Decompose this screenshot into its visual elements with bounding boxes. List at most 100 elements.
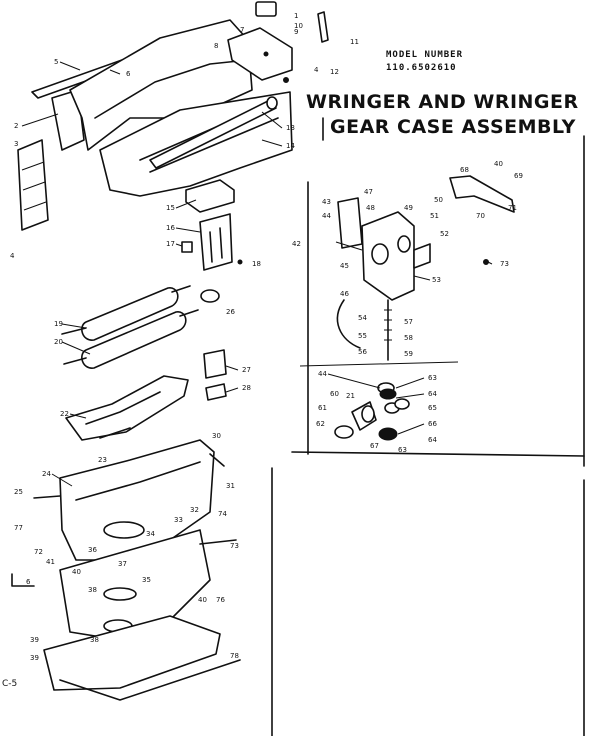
screw-part [483, 259, 489, 265]
gear-washer [334, 425, 354, 439]
callout-41: 41 [46, 558, 55, 566]
gear-assembly-group [334, 175, 515, 441]
callout-16: 16 [166, 224, 175, 232]
callout-8: 8 [214, 42, 218, 50]
callout-15: 15 [166, 204, 175, 212]
base-plate [43, 615, 221, 691]
pressure-block [185, 179, 235, 213]
callout-76: 76 [216, 596, 225, 604]
callout-32: 32 [190, 506, 199, 514]
callout-51: 51 [430, 212, 439, 220]
callout-11: 11 [350, 38, 359, 46]
callout-35: 35 [142, 576, 151, 584]
callout-58: 58 [404, 334, 413, 342]
callout-4: 4 [10, 252, 15, 260]
callout-25: 25 [14, 488, 23, 496]
callout-28: 28 [242, 384, 251, 392]
roller-shaft [179, 309, 199, 317]
callout-39: 39 [30, 636, 39, 644]
callout-37: 37 [118, 560, 127, 568]
callout-9: 9 [294, 28, 298, 36]
pinion-gear [379, 388, 397, 400]
gear-ring [103, 521, 145, 539]
callout-59: 59 [404, 350, 413, 358]
callout-6b: 6 [26, 578, 31, 586]
callout-57: 57 [404, 318, 413, 326]
callout-54: 54 [358, 314, 367, 322]
callout-34: 34 [146, 530, 155, 538]
callout-21: 21 [346, 392, 355, 400]
wringer-cover-group [17, 1, 329, 231]
callout-1: 1 [294, 12, 298, 20]
spring-housing [199, 213, 233, 271]
callout-38: 38 [88, 586, 97, 594]
callout-3: 3 [14, 140, 18, 148]
callout-43: 43 [322, 198, 331, 206]
callout-65: 65 [428, 404, 437, 412]
roller-shaft [171, 285, 191, 293]
callout-61: 61 [318, 404, 327, 412]
callout-44: 44 [322, 212, 331, 220]
rollers-group [61, 285, 199, 369]
callout-42: 42 [292, 240, 301, 248]
roller-shaft [61, 327, 87, 335]
callout-40: 40 [72, 568, 81, 576]
screw-part [283, 77, 289, 83]
housing-lug [413, 243, 431, 269]
wringer-frame-detail [85, 391, 161, 439]
callout-33: 33 [174, 516, 183, 524]
model-number: 110.6502610 [386, 63, 457, 73]
spring-part [33, 495, 61, 499]
callout-55: 55 [358, 332, 367, 340]
gear-washer [394, 398, 410, 410]
knob-part [255, 1, 277, 17]
pin-part [209, 453, 225, 467]
callout-48: 48 [366, 204, 375, 212]
callout-44b: 44 [318, 370, 327, 378]
block-parts-group [181, 179, 243, 303]
callout-27: 27 [242, 366, 251, 374]
callout-10: 10 [294, 22, 303, 30]
callout-7: 7 [240, 26, 244, 34]
guide-block [203, 349, 227, 379]
screw-part [237, 259, 243, 265]
housing-bore [371, 243, 389, 265]
callout-36: 36 [88, 546, 97, 554]
callout-17: 17 [166, 240, 175, 248]
callout-46: 46 [340, 290, 349, 298]
housing-bore [397, 235, 411, 253]
callout-50: 50 [434, 196, 443, 204]
side-panel [17, 139, 49, 231]
callout-22: 22 [60, 410, 69, 418]
callout-5: 5 [54, 58, 58, 66]
callout-49: 49 [404, 204, 413, 212]
callout-66: 66 [428, 420, 437, 428]
tub-roller-bar [149, 99, 277, 169]
callout-56: 56 [358, 348, 367, 356]
callout-73b: 73 [500, 260, 509, 268]
callout-63: 63 [428, 374, 437, 382]
bushing-part [200, 289, 220, 303]
roller-shaft [63, 357, 87, 365]
pinion-gear [378, 427, 398, 441]
callout-71: 71 [508, 204, 517, 212]
small-block [181, 241, 193, 253]
callout-26: 26 [226, 308, 235, 316]
leader-lines [21, 61, 493, 487]
callout-30: 30 [212, 432, 221, 440]
callout-47: 47 [364, 188, 373, 196]
callout-45: 45 [340, 262, 349, 270]
upper-bracket [227, 27, 293, 81]
callout-31: 31 [226, 482, 235, 490]
top-cover-edge [94, 59, 249, 119]
callout-60: 60 [330, 390, 339, 398]
callout-77: 77 [14, 524, 23, 532]
title-line-2: GEAR CASE ASSEMBLY [330, 116, 576, 138]
gasket-plate [337, 197, 363, 249]
callout-68: 68 [460, 166, 469, 174]
callout-62: 62 [316, 420, 325, 428]
shaft-detail [384, 309, 392, 341]
shaft-part [199, 539, 237, 545]
callout-14: 14 [286, 142, 295, 150]
